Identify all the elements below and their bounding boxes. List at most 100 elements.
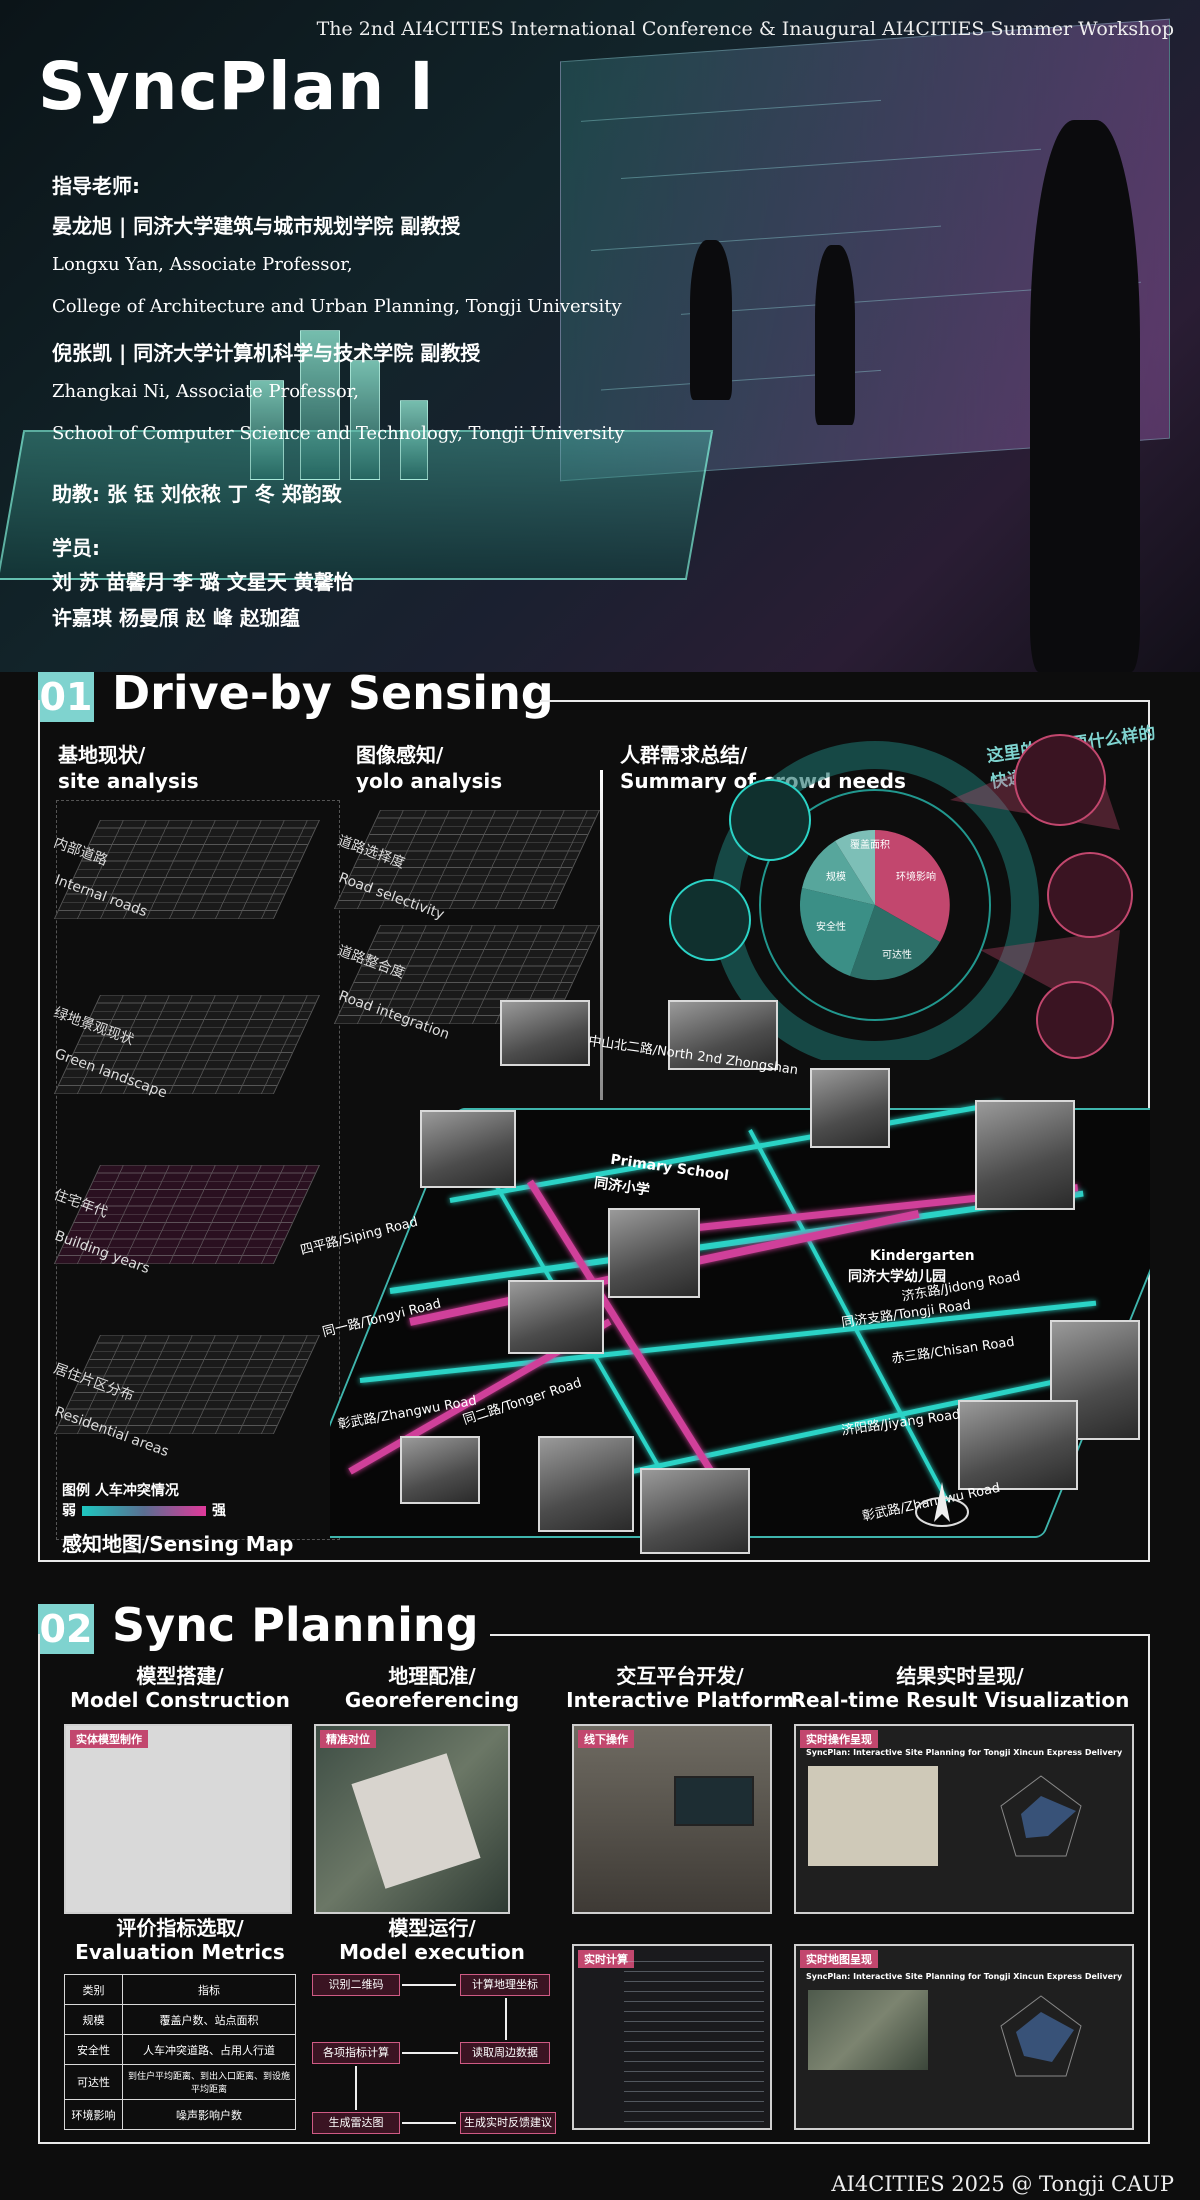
street-photo xyxy=(420,1110,516,1188)
street-photo xyxy=(810,1068,890,1148)
section2-frame xyxy=(38,1634,1150,2144)
metrics-cell: 可达性 xyxy=(64,2064,123,2100)
person-silhouette xyxy=(815,245,855,425)
rt1-heading: SyncPlan: Interactive Site Planning for … xyxy=(806,1748,1123,1757)
legend-title: 图例 人车冲突情况 xyxy=(62,1483,179,1499)
legend-gradient xyxy=(82,1506,206,1516)
street-photo xyxy=(500,1000,590,1066)
pie-label: 可达性 xyxy=(882,948,912,961)
persona-bubble xyxy=(729,779,811,861)
street-photo xyxy=(640,1468,750,1554)
metrics-cell: 噪声影响户数 xyxy=(122,2099,296,2130)
advisor-heading: 指导老师: xyxy=(52,174,140,198)
radar-grid xyxy=(1000,1995,1082,2077)
pie-label: 安全性 xyxy=(816,920,846,933)
realtime-calc-card: 实时计算 xyxy=(572,1944,772,2130)
students-line1: 刘 苏 苗馨月 李 璐 文星天 黄馨怡 xyxy=(52,570,354,594)
site-analysis-title: 基地现状/ site analysis xyxy=(58,743,199,793)
screen-display xyxy=(674,1776,754,1826)
person-silhouette xyxy=(1030,120,1140,672)
metrics-header-category: 类别 xyxy=(64,1974,123,2005)
flow-step-read-data: 读取周边数据 xyxy=(460,2042,550,2064)
radar-chart-icon xyxy=(1000,1995,1082,2077)
persona-bubble xyxy=(1047,852,1133,938)
flow-step-coords: 计算地理坐标 xyxy=(460,1974,550,1996)
metrics-cell: 安全性 xyxy=(64,2034,123,2065)
model-tag: 实体模型制作 xyxy=(70,1730,148,1748)
metrics-cell: 人车冲突道路、占用人行道 xyxy=(122,2034,296,2065)
metrics-cell: 覆盖户数、站点面积 xyxy=(122,2004,296,2035)
kindergarten-en: Kindergarten xyxy=(870,1248,975,1264)
north-arrow-icon xyxy=(915,1482,969,1527)
advisor1-en-line1: Longxu Yan, Associate Professor, xyxy=(52,254,353,275)
metrics-cell: 规模 xyxy=(64,2004,123,2035)
rt1-model-image xyxy=(808,1766,938,1866)
yolo-analysis-title: 图像感知/ yolo analysis xyxy=(356,743,503,793)
platform-photo: 线下操作 xyxy=(572,1724,772,1914)
model-tower xyxy=(400,400,428,480)
flow-step-indicators: 各项指标计算 xyxy=(312,2042,400,2064)
model-tower xyxy=(250,380,284,480)
flow-arrow xyxy=(402,2052,458,2054)
metrics-header-metric: 指标 xyxy=(122,1974,296,2005)
calc-tag: 实时计算 xyxy=(578,1950,634,1968)
advisor1-cn: 晏龙旭 | 同济大学建筑与城市规划学院 副教授 xyxy=(52,214,461,238)
advisor1-en-line2: College of Architecture and Urban Planni… xyxy=(52,296,622,317)
advisor2-cn: 倪张凯 | 同济大学计算机科学与技术学院 副教授 xyxy=(52,341,481,365)
legend-strong: 强 xyxy=(212,1503,226,1519)
section2-number: 02 xyxy=(38,1604,94,1654)
inner-ring xyxy=(759,789,991,1021)
model-tower xyxy=(350,360,380,480)
pie-slice-accessibility xyxy=(850,905,940,981)
footer-credit: AI4CITIES 2025 @ Tongji CAUP xyxy=(831,2172,1174,2196)
persona-bubble xyxy=(669,879,751,961)
pie-slice-safety xyxy=(799,888,875,976)
realtime-map-card: 实时地图呈现 SyncPlan: Interactive Site Planni… xyxy=(794,1944,1134,2130)
hero-banner xyxy=(0,0,1200,672)
flow-arrow xyxy=(402,1984,456,1986)
georeference-photo: 精准对位 xyxy=(314,1724,510,1914)
advisor2-en-line1: Zhangkai Ni, Associate Professor, xyxy=(52,381,360,402)
internal-roads-map xyxy=(53,820,320,919)
metrics-table: 类别指标 规模覆盖户数、站点面积 安全性人车冲突道路、占用人行道 可达性到住户平… xyxy=(64,1974,296,2130)
pie-label: 环境影响 xyxy=(896,870,936,883)
street-photo xyxy=(508,1280,604,1354)
radar-area xyxy=(1016,2012,1074,2062)
section2-title: Sync Planning xyxy=(112,1598,479,1652)
students-line2: 许嘉琪 杨曼頎 赵 峰 赵珈蕴 xyxy=(52,606,300,630)
metrics-cell: 环境影响 xyxy=(64,2099,123,2130)
section1-number: 01 xyxy=(38,672,94,722)
evaluation-metrics-title: 评价指标选取/ Evaluation Metrics xyxy=(75,1916,285,1964)
advisor2-en-line2: School of Computer Science and Technolog… xyxy=(52,423,625,444)
crowd-needs-diagram: 环境影响 可达性 安全性 规模 覆盖面积 xyxy=(669,734,1133,1060)
street-photo xyxy=(608,1208,700,1298)
street-photo xyxy=(668,1000,778,1070)
legend-weak: 弱 xyxy=(62,1503,76,1519)
metrics-cell: 到住户平均距离、到出入口距离、到设施平均距离 xyxy=(122,2064,296,2100)
model-construction-title: 模型搭建/ Model Construction xyxy=(70,1664,290,1712)
radar-grid xyxy=(1000,1775,1082,1857)
model-execution-title: 模型运行/ Model execution xyxy=(339,1916,525,1964)
rt2-map-image xyxy=(808,1990,928,2070)
interactive-platform-title: 交互平台开发/ Interactive Platform xyxy=(566,1664,794,1712)
pie-label: 规模 xyxy=(826,870,846,883)
flow-arrow xyxy=(355,2066,357,2110)
geo-tag: 精准对位 xyxy=(320,1730,376,1748)
vertical-divider xyxy=(600,770,603,1100)
teaching-assistants: 助教: 张 钰 刘依秾 丁 冬 郑韵致 xyxy=(52,482,342,506)
realtime-operation-card: 实时操作呈现 SyncPlan: Interactive Site Planni… xyxy=(794,1724,1134,1914)
flow-arrow xyxy=(505,1998,507,2040)
street-photo xyxy=(975,1100,1075,1210)
model-tower xyxy=(300,330,340,480)
code-listing xyxy=(624,1952,764,2122)
kindergarten-cn: 同济大学幼儿园 xyxy=(848,1269,946,1285)
rt1-tag: 实时操作呈现 xyxy=(800,1730,878,1748)
person-silhouette xyxy=(690,240,732,400)
pie-label: 覆盖面积 xyxy=(850,838,890,851)
flow-step-feedback: 生成实时反馈建议 xyxy=(460,2112,556,2134)
pie-slice-coverage xyxy=(835,829,875,905)
model-photo: 实体模型制作 xyxy=(64,1724,292,1914)
street-photo xyxy=(958,1400,1078,1490)
page-title: SyncPlan Ⅰ xyxy=(38,48,435,125)
platform-tag: 线下操作 xyxy=(578,1730,634,1748)
